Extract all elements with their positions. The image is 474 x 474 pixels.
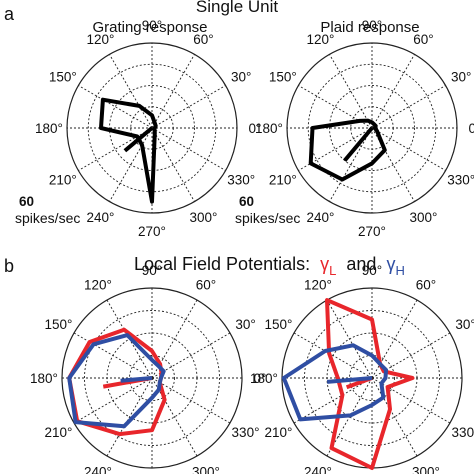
angle-tick-label: 0° [469,121,474,136]
polar-plot-plaid: 0° 30° 60° 90° 120° 150° 180° 210° 240° 270° 300° 3… [235,18,474,239]
lfp-title: Local Field Potentials: γL and γH [134,254,405,279]
scale-label-value: 60 [239,194,254,209]
angle-tick-label: 30° [231,70,251,85]
polar-plot-grating: 0° 30° 60° 90° 120° 150° 180° 210° 240° 270° 300° 3… [15,18,261,239]
angle-tick-label: 30° [455,317,474,332]
polar-grid-spoke [371,54,415,129]
polar-grid-spoke [371,332,451,379]
scale-label-value: 60 [19,194,34,209]
angle-tick-label: 240° [304,465,332,474]
angle-tick-label: 300° [190,210,218,225]
angle-tick-label: 90° [142,263,162,278]
angle-tick-label: 210° [45,425,73,440]
gamma-high-symbol: γ [386,254,395,274]
polar-grid-ring [87,63,217,193]
angle-tick-label: 120° [87,32,115,47]
polar-plot-lfp-grating: 0°30°60°90°120°150°180°210°240°270°300°3… [30,263,266,474]
polar-grid-spoke [371,299,418,379]
angle-tick-label: 270° [358,224,386,239]
angle-tick-label: 300° [192,465,220,474]
angle-tick-label: 150° [265,317,293,332]
angle-tick-label: 150° [49,70,77,85]
angle-tick-label: 330° [227,173,255,188]
angle-tick-label: 150° [269,70,297,85]
top-title: Single Unit [196,0,278,16]
angle-tick-label: 330° [452,425,474,440]
angle-tick-label: 60° [413,32,433,47]
angle-tick-label: 180° [250,371,278,386]
polar-grid-spoke [106,377,153,457]
polar-grid-spoke [73,332,153,379]
angle-tick-label: 0° [254,371,267,386]
mean-vector-line [123,126,154,153]
gamma-low-symbol: γ [320,254,329,274]
angle-tick-label: 60° [193,32,213,47]
series-polygon [67,327,167,437]
angle-tick-label: 240° [307,210,335,225]
scale-label-unit: spikes/sec [235,210,300,226]
angle-tick-label: 180° [255,121,283,136]
angle-tick-label: 210° [265,425,293,440]
polar-grid-spoke [73,377,153,424]
angle-tick-label: 300° [412,465,440,474]
angle-tick-label: 30° [451,70,471,85]
angle-tick-label: 120° [84,277,112,292]
polar-grid-spoke [151,377,231,424]
polar-grid-spoke [371,377,418,457]
polar-grid-spoke [151,332,231,379]
polar-grid-spoke [151,377,198,457]
angle-tick-label: 90° [142,18,162,33]
polar-grid-ring [84,310,220,446]
polar-grid-ring [129,355,175,401]
polar-plot-lfp-plaid: 0°30°60°90°120°150°180°210°240°270°300°3… [250,263,474,474]
angle-tick-label: 60° [196,277,216,292]
polar-grid-spoke [151,299,198,379]
angle-tick-label: 60° [416,277,436,292]
polar-grid-ring [307,63,437,193]
polar-title: Grating response [92,19,207,36]
polar-grid-spoke [151,54,195,129]
angle-tick-label: 150° [45,317,73,332]
angle-tick-label: 30° [235,317,255,332]
panel-b-label: b [4,256,14,276]
angle-tick-label: 90° [362,18,382,33]
series-polygon [308,118,387,182]
series-polygon [281,343,388,422]
polar-grid-spoke [151,127,226,171]
angle-tick-label: 180° [30,371,58,386]
polar-title: Plaid response [320,19,419,36]
series-polygon [67,333,166,429]
mean-vector-line [343,126,374,162]
angle-tick-label: 210° [49,173,77,188]
polar-grid-ring [329,85,415,171]
angle-tick-label: 0° [249,121,262,136]
angle-tick-label: 180° [35,121,63,136]
angle-tick-label: 120° [307,32,335,47]
angle-tick-label: 90° [362,263,382,278]
panel-a-label: a [4,4,15,24]
angle-tick-label: 240° [84,465,112,474]
series-polygon [99,97,158,204]
and-word: and [346,254,376,274]
angle-tick-label: 330° [447,173,474,188]
polar-grid-spoke [371,377,451,424]
scale-label-unit: spikes/sec [15,210,80,226]
gamma-low-subscript: L [329,263,336,278]
angle-tick-label: 240° [87,210,115,225]
angle-tick-label: 300° [410,210,438,225]
angle-tick-label: 330° [232,425,260,440]
gamma-high-subscript: H [395,263,404,278]
lfp-title-prefix: Local Field Potentials: [134,254,310,274]
mean-vector-line [326,376,373,384]
angle-tick-label: 270° [138,224,166,239]
angle-tick-label: 210° [269,173,297,188]
series-polygon [325,298,415,470]
polar-grid-spoke [293,377,373,424]
polar-grid-ring [304,310,440,446]
mean-vector-line [120,376,153,383]
angle-tick-label: 120° [304,277,332,292]
polar-grid-spoke [293,332,373,379]
polar-grid-spoke [326,299,373,379]
